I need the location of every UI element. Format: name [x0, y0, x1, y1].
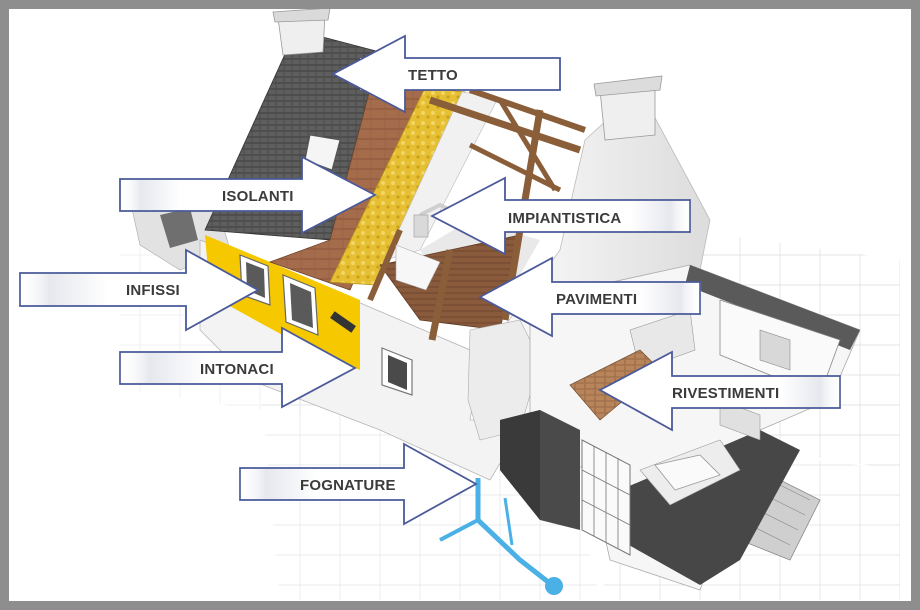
arrow-intonaci: INTONACI	[118, 326, 357, 409]
arrow-isolanti: ISOLANTI	[119, 155, 377, 235]
arrow-pavimenti: PAVIMENTI	[478, 256, 702, 338]
arrow-infissi: INFISSI	[18, 248, 260, 332]
label-isolanti: ISOLANTI	[222, 188, 294, 205]
arrow-tetto: TETTO	[331, 34, 561, 114]
arrow-fognature: FOGNATURE	[238, 442, 478, 526]
house-cutaway-diagram: TETTO ISOLANTI IMPIANTISTICA INFISSI PAV…	[18, 9, 900, 600]
ground-floor-plan	[500, 264, 861, 591]
callout-arrows: TETTO ISOLANTI IMPIANTISTICA INFISSI PAV…	[18, 34, 842, 526]
label-infissi: INFISSI	[126, 282, 180, 299]
label-fognature: FOGNATURE	[300, 477, 396, 494]
label-tetto: TETTO	[408, 67, 458, 84]
label-intonaci: INTONACI	[200, 361, 274, 378]
label-rivestimenti: RIVESTIMENTI	[672, 385, 779, 402]
diagram-canvas: TETTO ISOLANTI IMPIANTISTICA INFISSI PAV…	[9, 9, 911, 601]
house-body	[199, 235, 521, 481]
arrow-rivestimenti: RIVESTIMENTI	[598, 350, 842, 432]
arrow-impiantistica: IMPIANTISTICA	[430, 176, 692, 256]
attic-trusses	[367, 87, 586, 341]
label-pavimenti: PAVIMENTI	[556, 291, 637, 308]
drainage-pipes	[439, 478, 563, 595]
label-impiantistica: IMPIANTISTICA	[508, 210, 621, 227]
